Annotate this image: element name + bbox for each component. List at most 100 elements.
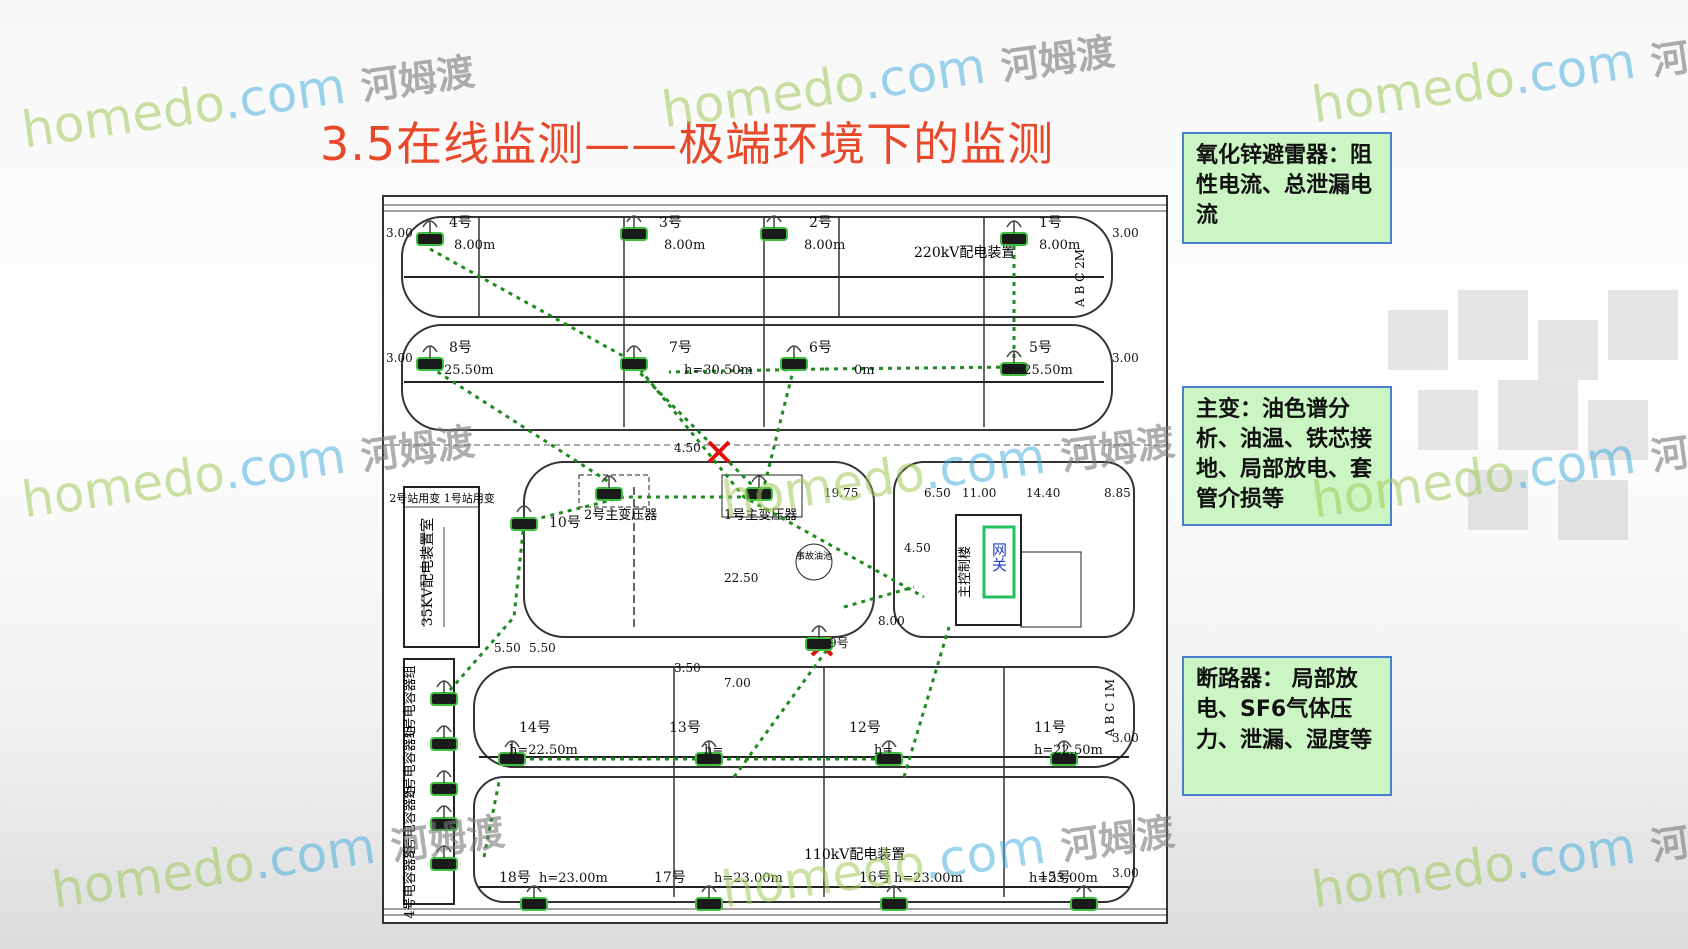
dimension-label: 8.00m <box>664 238 705 253</box>
dimension-label: h=23.00m <box>894 871 963 886</box>
area-220-label: 220kV配电装置 <box>914 245 1015 261</box>
building-35kv <box>403 486 480 648</box>
background-squares <box>1358 290 1688 550</box>
wireless-sensor-icon <box>1070 885 1098 911</box>
wireless-sensor-icon <box>430 770 458 796</box>
wireless-sensor-icon <box>1000 350 1028 376</box>
bay-label: 10号 <box>549 515 581 531</box>
bay-label: 16号 <box>859 870 891 886</box>
bay-label: 9号 <box>829 636 849 650</box>
callout-breaker-suffix: 气体压力、泄漏、湿度等 <box>1196 696 1373 753</box>
dimension-label: 8.00m <box>454 238 495 253</box>
bus-1m-label: A B C 1M <box>1103 679 1117 738</box>
wireless-sensor-icon <box>430 845 458 871</box>
bay-label: 14号 <box>519 720 551 736</box>
bay-label: 18号 <box>499 870 531 886</box>
bay-label: 1号 <box>1039 215 1062 231</box>
failure-marks <box>707 440 834 657</box>
bay-label: 17号 <box>654 870 686 886</box>
dimension-label: h=23.00m <box>1029 871 1098 886</box>
road-ring-220-mid <box>401 324 1113 431</box>
dimension-label: 5.50 <box>529 641 556 655</box>
wireless-sensor-icon <box>595 475 623 501</box>
dimension-label: 8.85 <box>1104 486 1131 500</box>
dimension-label: h= <box>874 743 893 758</box>
capacitor-block <box>403 658 455 905</box>
dimension-label: 3.00 <box>386 351 413 365</box>
oil-pit <box>795 543 833 581</box>
wireless-sensor-icon <box>416 220 444 246</box>
wireless-sensor-icon <box>1050 740 1078 766</box>
dimension-label: 4.50 <box>904 541 931 555</box>
wireless-sensor-icon <box>520 885 548 911</box>
wireless-sensor-icon <box>780 345 808 371</box>
wireless-sensor-icon <box>1000 220 1028 246</box>
dimension-label: h=23.00m <box>539 871 608 886</box>
callout-breaker-bold: SF6 <box>1240 697 1287 722</box>
wireless-sensor-icon <box>760 215 788 241</box>
substation-plan: 2号站用变 1号站用变 35KV配电装置室 1号电容器组 2号电容器组 3号电容… <box>382 195 1168 924</box>
capacitor-1: 1号电容器组 <box>402 665 418 738</box>
bay-label: 6号 <box>809 340 832 356</box>
wireless-sensor-icon <box>498 740 526 766</box>
dimension-label: h=22.50m <box>509 743 578 758</box>
callout-arrester: 氧化锌避雷器：阻性电流、总泄漏电流 <box>1182 132 1392 244</box>
dimension-label: 8.00m <box>804 238 845 253</box>
wireless-sensor-icon <box>745 475 773 501</box>
dimension-label: 3.00 <box>386 226 413 240</box>
wireless-sensor-icon <box>620 215 648 241</box>
dimension-label: 11.00 <box>962 486 996 500</box>
dimension-label: 19.75 <box>824 486 858 500</box>
plan-drawing: 2号站用变 1号站用变 35KV配电装置室 1号电容器组 2号电容器组 3号电容… <box>384 204 1166 919</box>
oil-pit-label: 事故油池 <box>796 550 832 562</box>
capacitor-4: 4号电容器组 <box>402 845 418 918</box>
dimension-label: 8.00m <box>1039 238 1080 253</box>
bay-label: 15号 <box>1039 870 1071 886</box>
dimension-label: 4.50 <box>674 441 701 455</box>
dimension-label: 25.50m <box>444 363 494 378</box>
bay-label: 12号 <box>849 720 881 736</box>
gateway-label: 网关 <box>990 542 1008 572</box>
bay-label: 4号 <box>449 215 472 231</box>
callout-breaker-prefix: 断路器： 局部放电、 <box>1196 666 1358 722</box>
wireless-sensor-icon <box>880 885 908 911</box>
wireless-sensor-icon <box>430 680 458 706</box>
transformer-1-label: 1号主变压器 <box>724 507 797 523</box>
dimension-label: 0m <box>854 363 875 378</box>
dimension-label: 3.50 <box>674 661 701 675</box>
callout-transformer-text: 主变：油色谱分析、油温、铁芯接地、局部放电、套管介损等 <box>1196 396 1373 512</box>
dimension-label: h=30.50m <box>684 363 753 378</box>
dimension-label: 7.00 <box>724 676 751 690</box>
dimension-label: 14.40 <box>1026 486 1060 500</box>
dimension-label: 3.00 <box>1112 731 1139 745</box>
transformer-2-label: 2号主变压器 <box>584 507 657 523</box>
dimension-label: h=22.50m <box>1034 743 1103 758</box>
wireless-sensor-icon <box>416 345 444 371</box>
road-ring-220-top <box>401 216 1113 318</box>
dimension-label: 3.00 <box>1112 351 1139 365</box>
dimension-label: 22.50 <box>724 571 758 585</box>
bay-label: 5号 <box>1029 340 1052 356</box>
wireless-sensor-icon <box>875 740 903 766</box>
wireless-sensor-icon <box>510 505 538 531</box>
capacitor-2: 2号电容器组 <box>402 725 418 798</box>
dimension-label: h=25.50m <box>1004 363 1073 378</box>
callout-arrester-text: 氧化锌避雷器：阻性电流、总泄漏电流 <box>1196 142 1373 228</box>
road-ring-110-top <box>473 666 1135 768</box>
watermark: homedo.com 河姆渡 <box>1308 809 1688 920</box>
bay-label: 8号 <box>449 340 472 356</box>
dimension-label: 6.50 <box>924 486 951 500</box>
road-ring-110-low <box>473 776 1135 903</box>
road-ring-right <box>893 461 1135 638</box>
bay-label: 2号 <box>809 215 832 231</box>
bay-label: 7号 <box>669 340 692 356</box>
wireless-sensor-icon <box>695 740 723 766</box>
wireless-sensor-icon <box>430 805 458 831</box>
callout-breaker: 断路器： 局部放电、SF6气体压力、泄漏、湿度等 <box>1182 656 1392 796</box>
bay-label: 3号 <box>659 215 682 231</box>
bus-2m-label: A B C 2M <box>1073 249 1087 308</box>
watermark: homedo.com 河姆渡 <box>1308 24 1688 135</box>
dimension-label: 3.00 <box>1112 866 1139 880</box>
transformer-2-box <box>578 474 650 508</box>
